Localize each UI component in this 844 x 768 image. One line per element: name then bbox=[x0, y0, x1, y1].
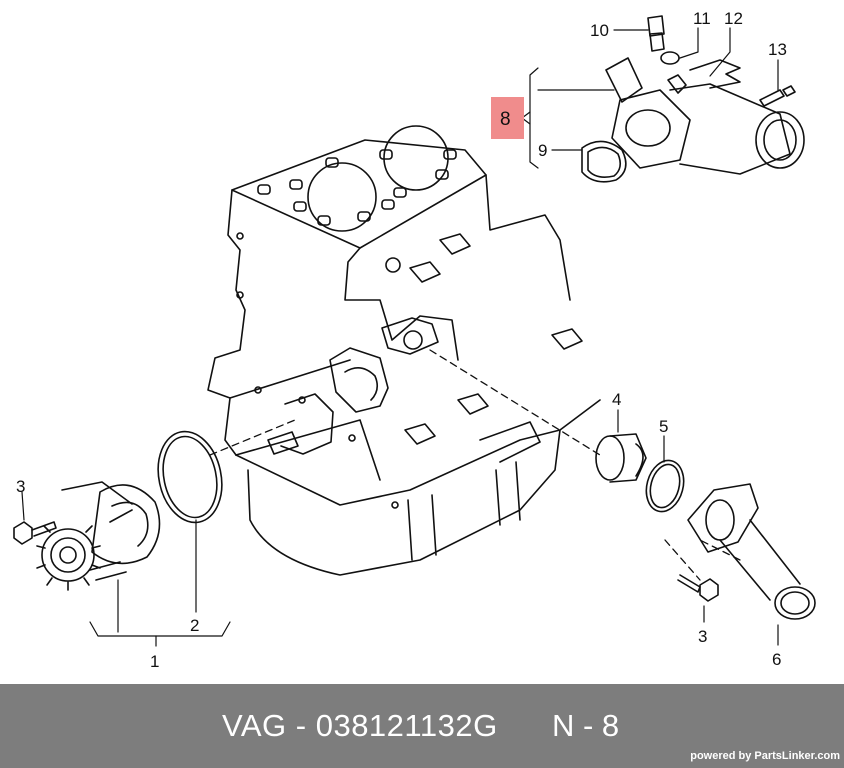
gasket-drawing bbox=[581, 140, 627, 183]
sensor-drawing bbox=[647, 15, 665, 52]
bolt-right-drawing bbox=[677, 574, 719, 602]
callout-2: 2 bbox=[190, 616, 199, 635]
o-ring-drawing bbox=[157, 430, 223, 524]
callout-10: 10 bbox=[590, 21, 609, 40]
footer-bar: VAG - 038121132G N - 8 powered by PartsL… bbox=[0, 684, 844, 768]
part-number-label: VAG - 038121132G bbox=[222, 708, 498, 743]
washer-drawing bbox=[660, 51, 680, 65]
credit-link[interactable]: powered by PartsLinker.com bbox=[690, 750, 840, 762]
upper-flange-drawing bbox=[605, 57, 805, 175]
callout-3-right: 3 bbox=[698, 627, 707, 646]
engine-block-drawing bbox=[207, 125, 601, 576]
coolant-pipe-drawing bbox=[687, 483, 816, 620]
callout-1: 1 bbox=[150, 652, 159, 671]
callout-4: 4 bbox=[612, 390, 621, 409]
callout-5: 5 bbox=[659, 417, 668, 436]
diagram-position-label: N - 8 bbox=[552, 708, 620, 743]
clip-drawing bbox=[689, 59, 741, 89]
thermostat-drawing bbox=[595, 433, 647, 483]
callout-12: 12 bbox=[724, 9, 743, 28]
callout-3-left: 3 bbox=[16, 477, 25, 496]
callout-8-highlighted: 8 bbox=[500, 109, 511, 130]
water-pump-drawing bbox=[36, 481, 161, 591]
callout-6: 6 bbox=[772, 650, 781, 669]
callout-9: 9 bbox=[538, 141, 547, 160]
callout-13: 13 bbox=[768, 40, 787, 59]
bolt-top-drawing bbox=[759, 85, 796, 107]
bolt-left-drawing bbox=[13, 521, 57, 545]
highlight-box bbox=[491, 97, 524, 139]
callout-11: 11 bbox=[693, 9, 711, 28]
seal-ring-drawing bbox=[645, 459, 685, 513]
exploded-parts-diagram: 3 2 1 4 5 3 6 9 10 11 12 13 8 bbox=[13, 9, 816, 671]
